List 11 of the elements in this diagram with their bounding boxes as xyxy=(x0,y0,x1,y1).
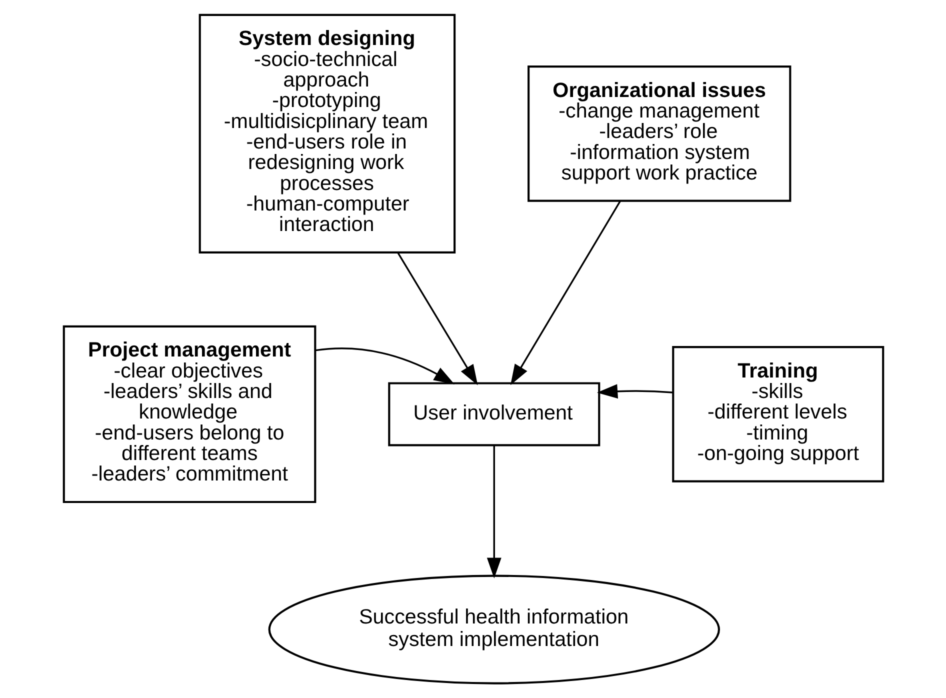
arrow xyxy=(486,445,501,578)
node-box: Organizational issues -change management -leaders’ role -information system support work practice xyxy=(527,66,791,202)
arrow xyxy=(315,348,454,384)
node-ellipse: Successful health information system implementation xyxy=(268,574,720,684)
node-box: Training -skills -different levels -timing -on-going support xyxy=(672,346,884,482)
node-box: User involvement xyxy=(388,382,600,446)
arrow xyxy=(596,384,672,399)
arrow xyxy=(396,252,478,386)
arrow xyxy=(510,200,620,386)
node-box: System designing -socio-technical approach -prototyping -multidisicplinary team -end-users role in redesigning work processes -human-computer interaction xyxy=(198,14,456,254)
node-box: Project management -clear objectives -leaders’ skills and knowledge -end-users belong to different teams -leaders’ commitment xyxy=(62,325,316,504)
